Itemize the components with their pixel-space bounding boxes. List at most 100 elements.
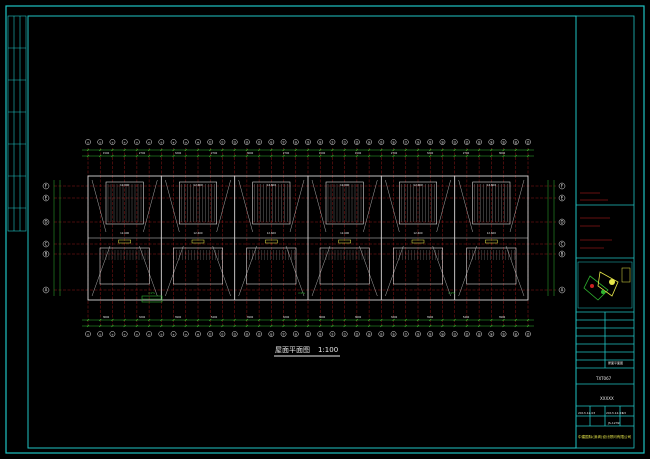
dimension-tick	[331, 318, 334, 322]
axis-bubble-bottom	[427, 331, 434, 337]
axis-bubble-top	[329, 139, 336, 145]
axis-bubble-left	[42, 194, 50, 202]
dimension-tick	[147, 154, 151, 158]
dimension-tick	[184, 154, 187, 158]
dimension-text-top: 3600	[247, 151, 254, 155]
axis-label-left: B	[45, 252, 48, 257]
axis-bubble-bottom	[366, 331, 372, 337]
axis-label-right: B	[561, 252, 564, 257]
axis-bubble-top	[341, 139, 348, 145]
roof-room	[173, 247, 223, 285]
axis-bubble-top	[305, 139, 311, 145]
title-block-extra-2: JS-1239	[607, 421, 620, 425]
dimension-tick	[477, 324, 481, 328]
slope-line	[165, 245, 184, 297]
axis-bubble-bottom	[146, 331, 152, 337]
elevation-label: 12.600	[487, 231, 496, 235]
axis-label-left: C	[45, 242, 48, 247]
dimension-tick	[172, 148, 175, 152]
axis-label-bottom: ⑫	[221, 333, 224, 337]
axis-label-top: ㉔	[368, 141, 371, 145]
dimension-tick	[160, 324, 163, 328]
axis-bubble-top	[292, 139, 299, 145]
axis-bubble-top	[366, 139, 372, 145]
dimension-text-top: 2700	[139, 151, 146, 155]
axis-label-right: A	[561, 288, 564, 293]
slope-line	[363, 179, 378, 233]
dimension-tick	[245, 148, 249, 152]
dimension-tick	[147, 318, 151, 322]
dimension-text-top: 1500	[319, 151, 326, 155]
axis-label-bottom: ㉕	[380, 333, 383, 337]
axis-bubble-bottom	[464, 331, 470, 337]
dimension-text-top: 2700	[211, 151, 218, 155]
dimension-tick	[416, 154, 420, 158]
axis-bubble-top	[464, 139, 470, 145]
slope-line	[436, 179, 451, 233]
dimension-tick	[270, 318, 273, 322]
title-block-date-1: 2013.12.03	[578, 411, 595, 415]
axis-label-top: ㊲	[527, 141, 530, 145]
axis-label-bottom: ⑨	[185, 334, 188, 337]
dimension-tick	[245, 154, 249, 158]
axis-bubble-left	[42, 286, 50, 294]
dimension-text-bottom: 3900	[499, 315, 506, 319]
dimension-tick	[270, 154, 273, 158]
axis-label-right: E	[561, 196, 564, 201]
dimension-tick	[392, 148, 395, 152]
title-block-sheet-label: 屋面平面图	[608, 360, 623, 365]
dimension-tick	[331, 154, 334, 158]
axis-bubble-bottom	[415, 331, 421, 337]
axis-label-top: ⑱	[294, 141, 297, 145]
axis-bubble-left	[42, 218, 50, 226]
stair-core	[252, 181, 291, 225]
axis-label-bottom: ㉙	[429, 333, 432, 337]
dimension-tick	[282, 324, 285, 328]
dimension-tick	[453, 148, 456, 152]
axis-label-bottom: ③	[111, 334, 114, 337]
axis-bubble-top	[231, 139, 238, 145]
axis-label-bottom: ⑪	[209, 333, 212, 337]
dimension-tick	[123, 148, 126, 152]
dimension-tick	[86, 324, 90, 328]
axis-bubble-bottom	[121, 331, 128, 337]
dimension-text-bottom: 3600	[319, 315, 326, 319]
axis-bubble-left	[42, 250, 50, 258]
dimension-tick	[135, 318, 139, 322]
dimension-tick	[355, 324, 359, 328]
slope-note: i=2%	[298, 291, 306, 295]
axis-bubble-top	[97, 139, 104, 145]
dimension-text-top: 3200	[427, 151, 434, 155]
dimension-tick	[99, 154, 102, 158]
slope-line	[212, 245, 231, 297]
dimension-tick	[196, 318, 200, 322]
dimension-tick	[306, 148, 310, 152]
axis-label-bottom: ㉟	[502, 333, 505, 337]
dimension-tick	[343, 148, 346, 152]
dimension-tick	[514, 324, 517, 328]
axis-label-top: ⑤	[136, 142, 139, 145]
dimension-tick	[306, 324, 310, 328]
axis-label-bottom: ⑩	[197, 334, 200, 337]
dimension-tick	[123, 154, 126, 158]
slope-note: i=2%	[148, 291, 156, 295]
slope-note: i=2%	[448, 291, 456, 295]
title-block-notes	[580, 192, 612, 249]
axis-label-left: D	[44, 220, 47, 225]
axis-bubble-top	[378, 139, 385, 145]
axis-bubble-bottom	[488, 331, 495, 337]
axis-bubble-top	[207, 139, 214, 145]
slope-line	[285, 245, 305, 297]
section-marker	[191, 239, 205, 244]
dimension-tick	[111, 318, 114, 322]
axis-label-top: ㉜	[466, 141, 469, 145]
dimension-tick	[294, 154, 297, 158]
dimension-tick	[502, 154, 505, 158]
axis-label-top: ㉗	[404, 141, 407, 145]
elevation-label: 12.600	[267, 183, 276, 187]
dimension-tick	[172, 154, 175, 158]
slope-line	[91, 179, 107, 233]
dimension-tick	[380, 318, 383, 322]
axis-label-bottom: ㊱	[514, 333, 517, 337]
axis-bubble-top	[182, 139, 189, 145]
